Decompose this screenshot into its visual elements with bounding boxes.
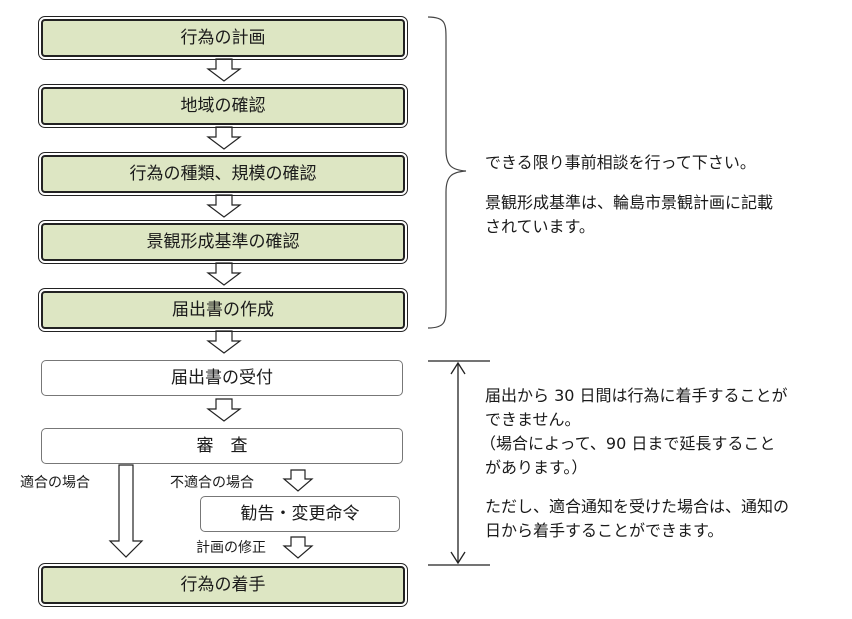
waiting-period-bracket — [428, 360, 490, 566]
down-arrow-icon — [206, 58, 242, 82]
branch-compliant-label: 適合の場合 — [20, 475, 90, 491]
step-recommendation-order: 勧告・変更命令 — [200, 496, 400, 532]
note-criteria-line2: されています。 — [485, 217, 595, 236]
note-wait-line2: できません。 — [485, 410, 581, 429]
note-wait-line3: （場合によって、90 日まで延長すること — [480, 434, 776, 453]
compliant-arrow-icon — [108, 464, 144, 558]
step-criteria-check: 景観形成基準の確認 — [38, 220, 408, 264]
down-arrow-icon — [206, 126, 242, 150]
step-type-scale-check-label: 行為の種類、規模の確認 — [129, 163, 317, 184]
step-area-check: 地域の確認 — [38, 84, 408, 128]
note-consult: できる限り事前相談を行って下さい。 — [485, 153, 756, 172]
down-arrow-icon — [206, 194, 242, 218]
step-start-action-label: 行為の着手 — [180, 574, 266, 595]
step-review-label: 審 査 — [196, 435, 248, 456]
step-area-check-label: 地域の確認 — [180, 95, 266, 116]
note-wait-line1: 届出から 30 日間は行為に着手することが — [485, 386, 788, 405]
step-plan: 行為の計画 — [38, 16, 408, 60]
note-criteria-line1: 景観形成基準は、輪島市景観計画に記載 — [485, 193, 774, 212]
step-criteria-check-label: 景観形成基準の確認 — [146, 231, 300, 252]
step-start-action: 行為の着手 — [38, 563, 408, 607]
step-receipt: 届出書の受付 — [41, 360, 403, 396]
step-review: 審 査 — [41, 428, 403, 464]
consult-brace — [427, 16, 467, 329]
step-type-scale-check: 行為の種類、規模の確認 — [38, 152, 408, 196]
step-plan-label: 行為の計画 — [180, 27, 266, 48]
down-arrow-icon — [206, 398, 242, 422]
step-receipt-label: 届出書の受付 — [171, 367, 273, 388]
note-notice-line1: ただし、適合通知を受けた場合は、通知の — [485, 497, 790, 516]
note-notice-line2: 日から着手することができます。 — [485, 521, 724, 540]
revise-arrow-icon — [282, 536, 314, 559]
note-wait-line4: があります。） — [485, 458, 588, 477]
step-recommendation-order-label: 勧告・変更命令 — [240, 503, 360, 524]
step-create-notification: 届出書の作成 — [38, 288, 408, 332]
branch-noncompliant-label: 不適合の場合 — [170, 475, 254, 491]
branch-revise-label: 計画の修正 — [196, 540, 266, 556]
noncompliant-arrow-icon — [282, 469, 314, 492]
down-arrow-icon — [206, 330, 242, 354]
down-arrow-icon — [206, 262, 242, 286]
step-create-notification-label: 届出書の作成 — [172, 299, 274, 320]
